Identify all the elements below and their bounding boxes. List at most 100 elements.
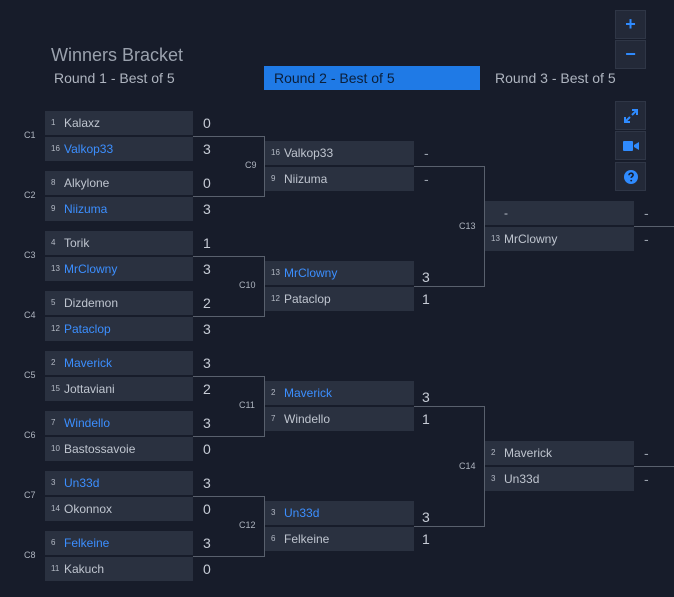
seed-number: 12: [51, 324, 60, 333]
match-code: C8: [24, 550, 36, 560]
r3-match1-p1-slot[interactable]: -: [485, 201, 634, 225]
seed-number: 3: [271, 508, 276, 517]
fullscreen-button[interactable]: [615, 101, 646, 130]
stream-button[interactable]: [615, 131, 646, 160]
match-code: C13: [459, 221, 476, 231]
seed-number: 11: [51, 564, 60, 573]
connector-line: [414, 526, 485, 527]
seed-number: 3: [51, 478, 56, 487]
score: 3: [203, 261, 211, 277]
score: 3: [203, 201, 211, 217]
connector-line: [264, 376, 265, 437]
player-name: Kakuch: [64, 562, 105, 576]
player-name: MrClowny: [504, 232, 558, 246]
score: 2: [203, 381, 211, 397]
r2-match3-p1-slot[interactable]: 2 Maverick: [265, 381, 414, 405]
connector-line: [414, 286, 485, 287]
round-3-header[interactable]: Round 3 - Best of 5: [495, 70, 616, 86]
round-1-header[interactable]: Round 1 - Best of 5: [54, 70, 175, 86]
seed-number: 13: [51, 264, 60, 273]
seed-number: 2: [271, 388, 276, 397]
connector-line: [193, 376, 264, 377]
connector-line: [193, 316, 264, 317]
help-button[interactable]: [615, 162, 646, 191]
match-code: C12: [239, 520, 256, 530]
score: 1: [203, 235, 211, 251]
match-code: C1: [24, 130, 36, 140]
score: 0: [203, 115, 211, 131]
player-name: Maverick: [284, 386, 333, 400]
minus-icon: −: [625, 44, 636, 64]
match-code: C5: [24, 370, 36, 380]
seed-number: 2: [51, 358, 56, 367]
seed-number: 16: [51, 144, 60, 153]
connector-line: [264, 136, 265, 197]
r1-match1-p2-slot[interactable]: 16 Valkop33: [45, 137, 193, 161]
r2-match2-p1-slot[interactable]: 13 MrClowny: [265, 261, 414, 285]
player-name: Felkeine: [64, 536, 110, 550]
bracket-title: Winners Bracket: [51, 45, 184, 65]
player-name: Felkeine: [284, 532, 330, 546]
r1-match4-p2-slot[interactable]: 12 Pataclop: [45, 317, 193, 341]
zoom-out-button[interactable]: −: [615, 40, 646, 69]
zoom-in-button[interactable]: +: [615, 10, 646, 39]
score: 2: [203, 295, 211, 311]
connector-line: [414, 166, 485, 167]
connector-line: [193, 436, 264, 437]
seed-number: 8: [51, 178, 56, 187]
round-2-header[interactable]: Round 2 - Best of 5: [264, 66, 480, 90]
connector-line: [634, 466, 674, 467]
match-code: C6: [24, 430, 36, 440]
score: 3: [422, 269, 430, 285]
r1-match8-p2-slot[interactable]: 11 Kakuch: [45, 557, 193, 581]
score: -: [424, 145, 429, 161]
score: -: [644, 205, 649, 221]
match-code: C11: [239, 400, 255, 410]
connector-line: [634, 226, 674, 227]
score: -: [644, 231, 649, 247]
connector-line: [414, 406, 485, 407]
seed-number: 3: [491, 474, 496, 483]
r3-match1-p2-slot[interactable]: 13 MrClowny: [485, 227, 634, 251]
seed-number: 5: [51, 298, 56, 307]
player-name: Pataclop: [64, 322, 111, 336]
connector-line: [264, 256, 265, 317]
match-code: C4: [24, 310, 36, 320]
match-code: C2: [24, 190, 36, 200]
help-icon: [623, 169, 638, 184]
seed-number: 9: [271, 174, 276, 183]
player-name: MrClowny: [284, 266, 338, 280]
seed-number: 15: [51, 384, 60, 393]
match-code: C9: [245, 160, 257, 170]
seed-number: 7: [51, 418, 56, 427]
score: -: [644, 471, 649, 487]
match-code: C3: [24, 250, 36, 260]
connector-line: [264, 496, 265, 557]
player-name: Valkop33: [64, 142, 114, 156]
seed-number: 7: [271, 414, 276, 423]
seed-number: 13: [271, 268, 280, 277]
expand-icon: [623, 108, 638, 123]
seed-number: 13: [491, 234, 500, 243]
